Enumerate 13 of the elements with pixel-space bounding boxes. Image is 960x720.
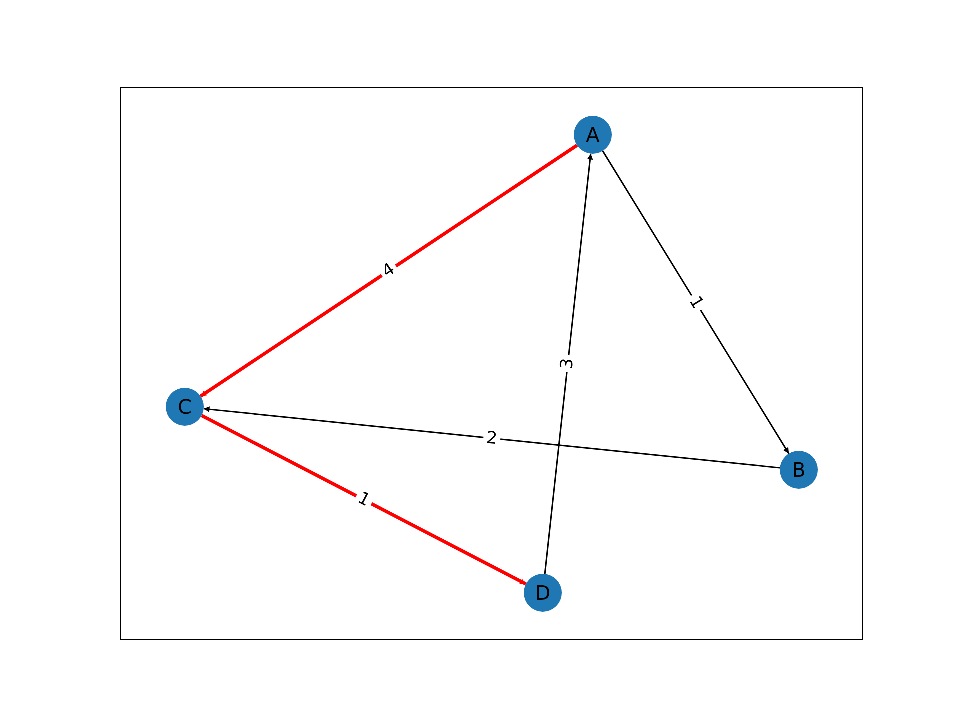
node-label: C [178,397,192,417]
arrow [602,150,790,454]
graph-node [780,451,818,489]
arrow [204,406,780,469]
node-label: D [535,583,551,603]
graph-node [166,388,204,426]
graph-node [524,574,562,612]
arrow [200,144,578,398]
node-label: A [586,125,600,145]
node-label: B [792,460,806,480]
arrow [544,154,594,574]
arrow [201,414,527,586]
graph-node [574,116,612,154]
